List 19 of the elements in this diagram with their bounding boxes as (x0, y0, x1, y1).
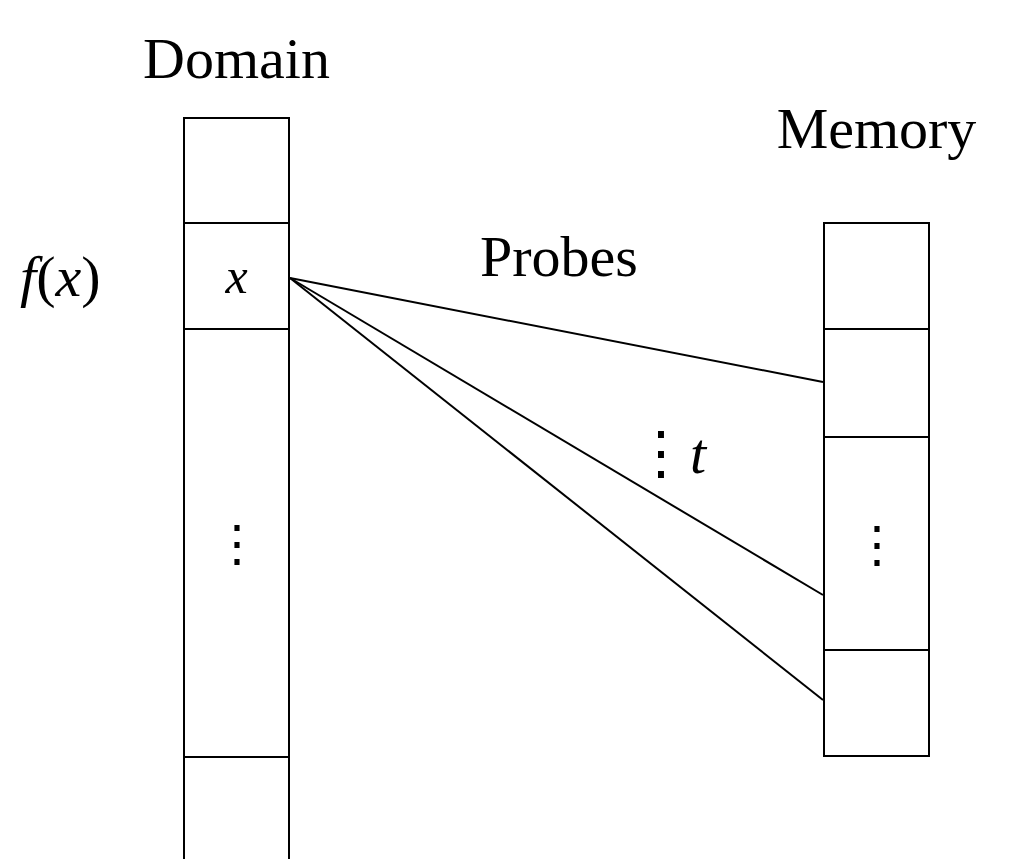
memory-cell (183, 756, 290, 859)
cell-caption: f(x) (20, 248, 101, 306)
cell-text: x (225, 247, 248, 305)
probes-label: Probes (480, 228, 638, 286)
memory-cell (823, 436, 930, 651)
column-title: Memory (775, 100, 978, 158)
probe-line (289, 277, 824, 596)
probe-count-label: ⋮t (632, 425, 707, 483)
cell-text: ⋮ (211, 514, 262, 572)
probe-line (289, 277, 824, 701)
memory-cell (183, 222, 290, 330)
memory-cell (823, 649, 930, 757)
memory-cell (183, 117, 290, 224)
probe-line (289, 277, 824, 383)
cell-text: ⋮ (851, 514, 902, 573)
memory-cell (823, 328, 930, 438)
memory-cell (823, 222, 930, 330)
memory-cell (183, 328, 290, 758)
column-title: Domain (142, 30, 331, 88)
